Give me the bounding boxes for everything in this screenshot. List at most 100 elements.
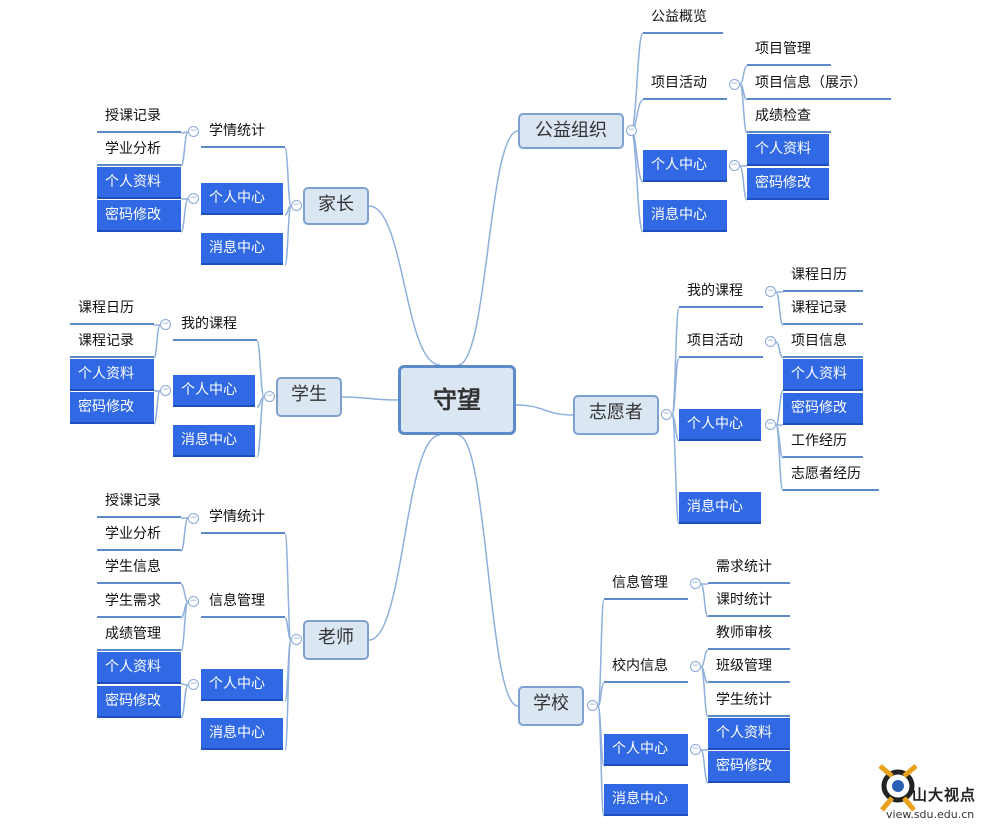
node-xuesheng-profile[interactable]: 个人资料 [70, 359, 154, 391]
node-laoshi-score-manage[interactable]: 成绩管理 [97, 619, 181, 651]
connector-line [180, 683, 189, 686]
node-zhiyuanzhe-password[interactable]: 密码修改 [783, 393, 863, 425]
node-xuesheng-messages[interactable]: 消息中心 [173, 425, 255, 457]
connector-line [180, 684, 189, 719]
connector-line [515, 404, 574, 416]
connector-line [700, 583, 709, 618]
collapse-icon[interactable]: − [765, 336, 776, 347]
root-node[interactable]: 守望 [398, 365, 516, 435]
connector-line [775, 291, 784, 326]
node-zhiyuanzhe-project-activity[interactable]: 项目活动 [679, 326, 763, 358]
node-zhiyuanzhe-work-history[interactable]: 工作经历 [783, 426, 863, 458]
node-laoshi-personal-center[interactable]: 个人中心 [201, 669, 283, 701]
connector-line [739, 65, 748, 85]
connector-line [700, 749, 709, 784]
collapse-icon[interactable]: − [690, 661, 701, 672]
branch-xuesheng[interactable]: 学生 [276, 377, 342, 417]
node-project-info-display[interactable]: 项目信息（展示） [747, 68, 891, 100]
node-score-check[interactable]: 成绩检查 [747, 101, 831, 133]
node-zhiyuanzhe-my-courses[interactable]: 我的课程 [679, 276, 763, 308]
branch-xuexiao[interactable]: 学校 [518, 686, 584, 726]
connector-line [180, 517, 189, 552]
node-jiazhang-profile[interactable]: 个人资料 [97, 167, 181, 199]
node-zhiyuanzhe-volunteer-history[interactable]: 志愿者经历 [783, 459, 879, 491]
sdu-logo-icon [878, 764, 918, 812]
node-xuexiao-hours-stats[interactable]: 课时统计 [708, 585, 790, 617]
node-gongyi-password[interactable]: 密码修改 [747, 168, 829, 200]
node-laoshi-lesson-record[interactable]: 授课记录 [97, 486, 181, 518]
node-laoshi-password[interactable]: 密码修改 [97, 686, 181, 718]
connector-line [739, 165, 748, 201]
collapse-icon[interactable]: − [765, 419, 776, 430]
collapse-icon[interactable]: − [264, 391, 275, 402]
node-xuexiao-student-stats[interactable]: 学生统计 [708, 685, 790, 717]
node-gongyi-messages[interactable]: 消息中心 [643, 200, 727, 232]
node-xuexiao-class-manage[interactable]: 班级管理 [708, 651, 790, 683]
collapse-icon[interactable]: − [188, 126, 199, 137]
node-laoshi-student-needs[interactable]: 学生需求 [97, 586, 181, 618]
collapse-icon[interactable]: − [690, 578, 701, 589]
collapse-icon[interactable]: − [291, 200, 302, 211]
branch-laoshi[interactable]: 老师 [303, 620, 369, 660]
node-gongyi-profile[interactable]: 个人资料 [747, 134, 829, 166]
collapse-icon[interactable]: − [765, 286, 776, 297]
collapse-icon[interactable]: − [160, 385, 171, 396]
collapse-icon[interactable]: − [661, 409, 672, 420]
node-xuexiao-messages[interactable]: 消息中心 [604, 784, 688, 816]
node-xuexiao-info-manage[interactable]: 信息管理 [604, 568, 688, 600]
node-jiazhang-lesson-record[interactable]: 授课记录 [97, 101, 181, 133]
node-xuexiao-personal-center[interactable]: 个人中心 [604, 734, 688, 766]
node-laoshi-analysis[interactable]: 学业分析 [97, 519, 181, 551]
collapse-icon[interactable]: − [188, 193, 199, 204]
node-gongyi-personal-center[interactable]: 个人中心 [643, 150, 727, 182]
node-gongyi-overview[interactable]: 公益概览 [643, 2, 723, 34]
collapse-icon[interactable]: − [291, 634, 302, 645]
watermark-name: 山大视点 [912, 786, 977, 804]
node-xuexiao-campus-info[interactable]: 校内信息 [604, 651, 688, 683]
node-xuexiao-teacher-review[interactable]: 教师审核 [708, 618, 790, 650]
node-xuesheng-course-record[interactable]: 课程记录 [70, 326, 154, 358]
node-zhiyuanzhe-project-info[interactable]: 项目信息 [783, 326, 863, 358]
branch-gongyi[interactable]: 公益组织 [518, 113, 624, 149]
node-gongyi-project-activity[interactable]: 项目活动 [643, 68, 727, 100]
collapse-icon[interactable]: − [729, 79, 740, 90]
node-xuesheng-my-courses[interactable]: 我的课程 [173, 309, 257, 341]
node-jiazhang-study-stats[interactable]: 学情统计 [201, 116, 285, 148]
connector-line [180, 583, 189, 603]
node-zhiyuanzhe-profile[interactable]: 个人资料 [783, 359, 863, 391]
node-xuexiao-profile[interactable]: 个人资料 [708, 718, 790, 750]
collapse-icon[interactable]: − [626, 125, 637, 136]
node-laoshi-messages[interactable]: 消息中心 [201, 718, 283, 750]
node-xuexiao-demand-stats[interactable]: 需求统计 [708, 552, 790, 584]
collapse-icon[interactable]: − [188, 679, 199, 690]
node-jiazhang-messages[interactable]: 消息中心 [201, 233, 283, 265]
branch-zhiyuanzhe[interactable]: 志愿者 [573, 395, 659, 435]
collapse-icon[interactable]: − [690, 744, 701, 755]
collapse-icon[interactable]: − [188, 513, 199, 524]
connector-line [256, 396, 265, 458]
node-jiazhang-personal-center[interactable]: 个人中心 [201, 183, 283, 215]
node-zhiyuanzhe-course-record[interactable]: 课程记录 [783, 293, 863, 325]
node-jiazhang-analysis[interactable]: 学业分析 [97, 134, 181, 166]
connector-line [368, 205, 441, 366]
node-xuesheng-password[interactable]: 密码修改 [70, 392, 154, 424]
collapse-icon[interactable]: − [188, 596, 199, 607]
node-xuexiao-password[interactable]: 密码修改 [708, 751, 790, 783]
node-jiazhang-password[interactable]: 密码修改 [97, 200, 181, 232]
node-xuesheng-course-calendar[interactable]: 课程日历 [70, 293, 154, 325]
node-laoshi-profile[interactable]: 个人资料 [97, 652, 181, 684]
node-laoshi-info-manage[interactable]: 信息管理 [201, 586, 285, 618]
node-zhiyuanzhe-course-calendar[interactable]: 课程日历 [783, 260, 863, 292]
node-zhiyuanzhe-messages[interactable]: 消息中心 [679, 492, 761, 524]
node-laoshi-student-info[interactable]: 学生信息 [97, 552, 181, 584]
collapse-icon[interactable]: − [587, 700, 598, 711]
node-laoshi-study-stats[interactable]: 学情统计 [201, 502, 285, 534]
node-zhiyuanzhe-personal-center[interactable]: 个人中心 [679, 409, 761, 441]
node-xuesheng-personal-center[interactable]: 个人中心 [173, 375, 255, 407]
collapse-icon[interactable]: − [160, 319, 171, 330]
node-project-manage[interactable]: 项目管理 [747, 34, 831, 66]
branch-jiazhang[interactable]: 家长 [303, 187, 369, 225]
connector-line [597, 705, 605, 817]
collapse-icon[interactable]: − [729, 160, 740, 171]
